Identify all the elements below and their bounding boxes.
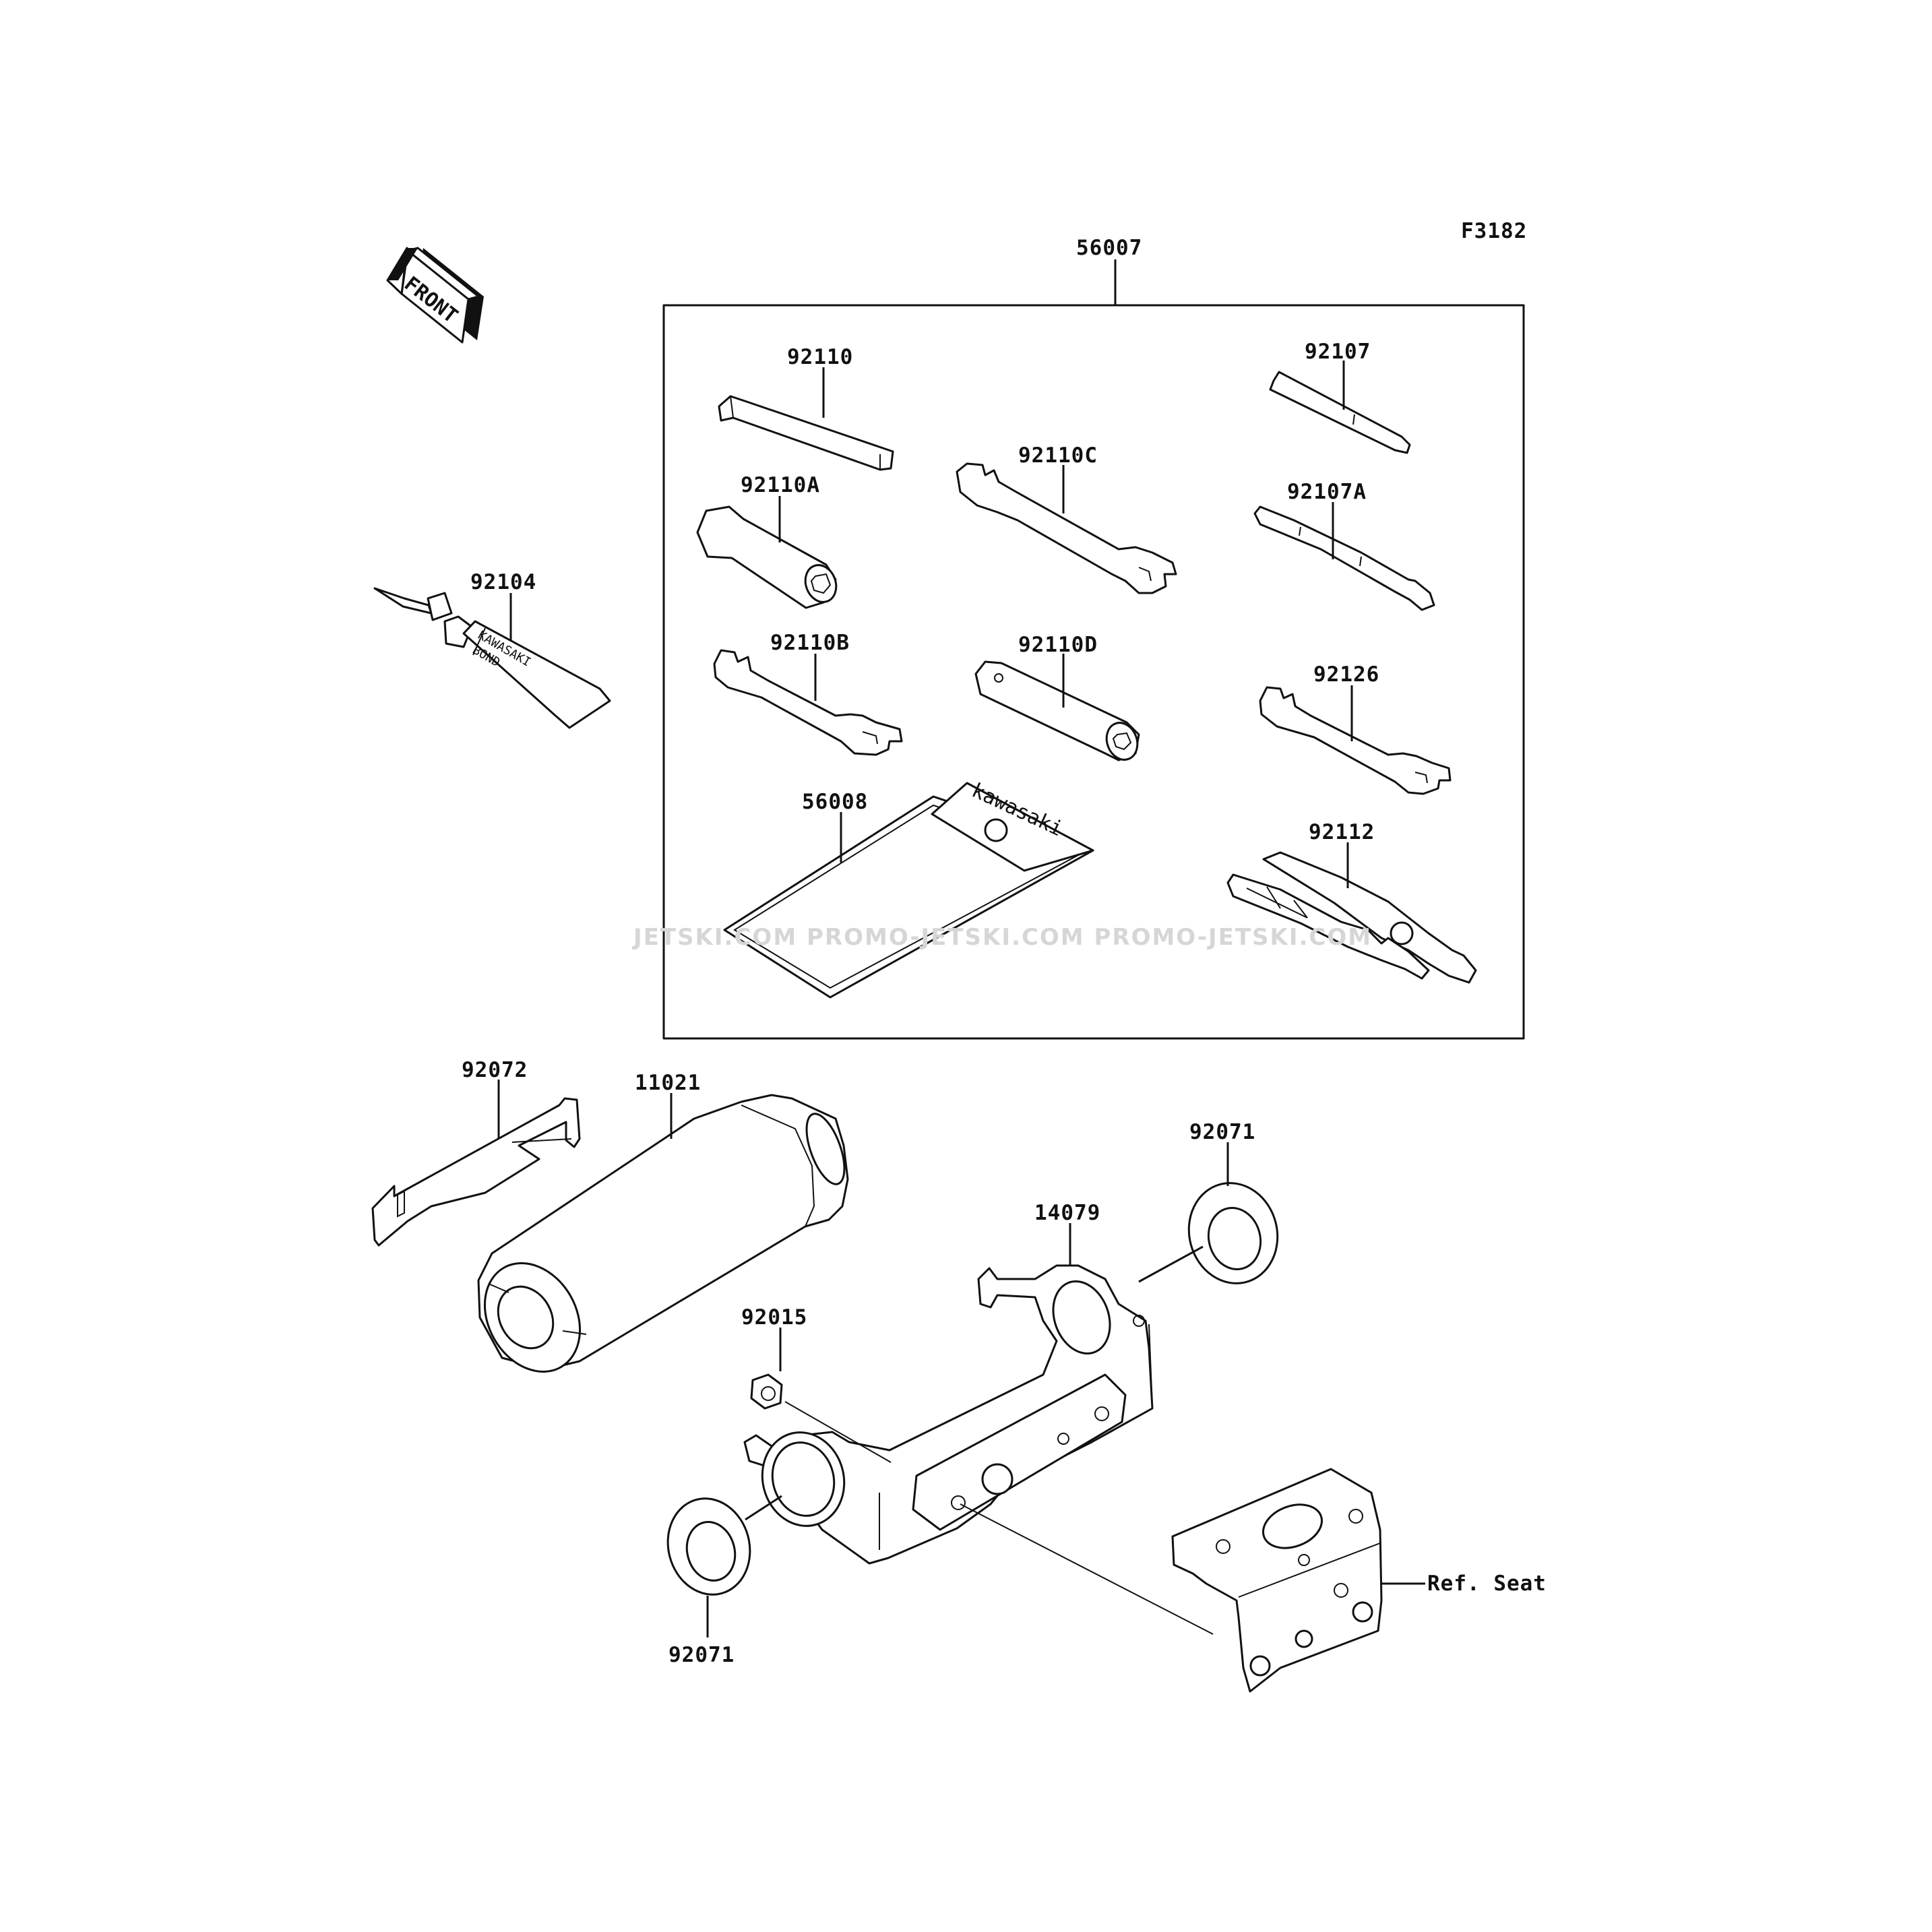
label-92110A: 92110A — [741, 473, 820, 497]
hex-key-icon — [718, 395, 894, 471]
bond-tube-icon: KAWASAKI BOND — [373, 587, 611, 729]
label-56007: 56007 — [1076, 236, 1142, 260]
label-11021: 11021 — [635, 1071, 701, 1095]
box-wrench-tube-icon — [974, 660, 1140, 761]
label-92110: 92110 — [787, 345, 853, 369]
label-14079: 14079 — [1034, 1201, 1100, 1225]
diagram-code: F3182 — [1461, 219, 1527, 243]
battery-bracket-icon — [743, 1264, 1154, 1565]
open-end-wrench-b-icon — [713, 649, 903, 756]
screwdriver-bit-icon — [1269, 371, 1411, 454]
label-92110C: 92110C — [1018, 443, 1098, 468]
ref-seat-label: Ref. Seat — [1427, 1571, 1547, 1596]
socket-wrench-icon — [696, 505, 838, 609]
nut-icon — [750, 1373, 783, 1410]
open-end-wrench-c-icon — [956, 462, 1177, 594]
label-92110B: 92110B — [770, 631, 850, 655]
label-92104: 92104 — [470, 570, 536, 594]
label-92071-bottom: 92071 — [668, 1643, 735, 1667]
label-56008: 56008 — [802, 790, 868, 814]
watermark-text: JETSKI.COM PROMO-JETSKI.COM PROMO-JETSKI… — [632, 924, 1372, 951]
label-92126: 92126 — [1313, 662, 1379, 687]
label-92107: 92107 — [1305, 340, 1371, 364]
seat-bracket-ref-icon — [1171, 1468, 1383, 1693]
label-92015: 92015 — [741, 1305, 807, 1330]
grommet-bottom-icon — [666, 1497, 751, 1596]
open-end-wrench-d-icon — [1259, 686, 1452, 795]
label-92071-top: 92071 — [1189, 1120, 1255, 1144]
battery-strap-icon — [371, 1097, 581, 1247]
label-92110D: 92110D — [1018, 633, 1098, 657]
grommet-top-icon — [1187, 1182, 1279, 1284]
pliers-icon — [1226, 851, 1477, 984]
label-92072: 92072 — [462, 1058, 528, 1082]
label-92112: 92112 — [1309, 820, 1375, 844]
front-arrow-icon: FRONT — [386, 247, 484, 344]
battery-canister-icon — [477, 1094, 849, 1373]
label-92107A: 92107A — [1287, 480, 1367, 504]
